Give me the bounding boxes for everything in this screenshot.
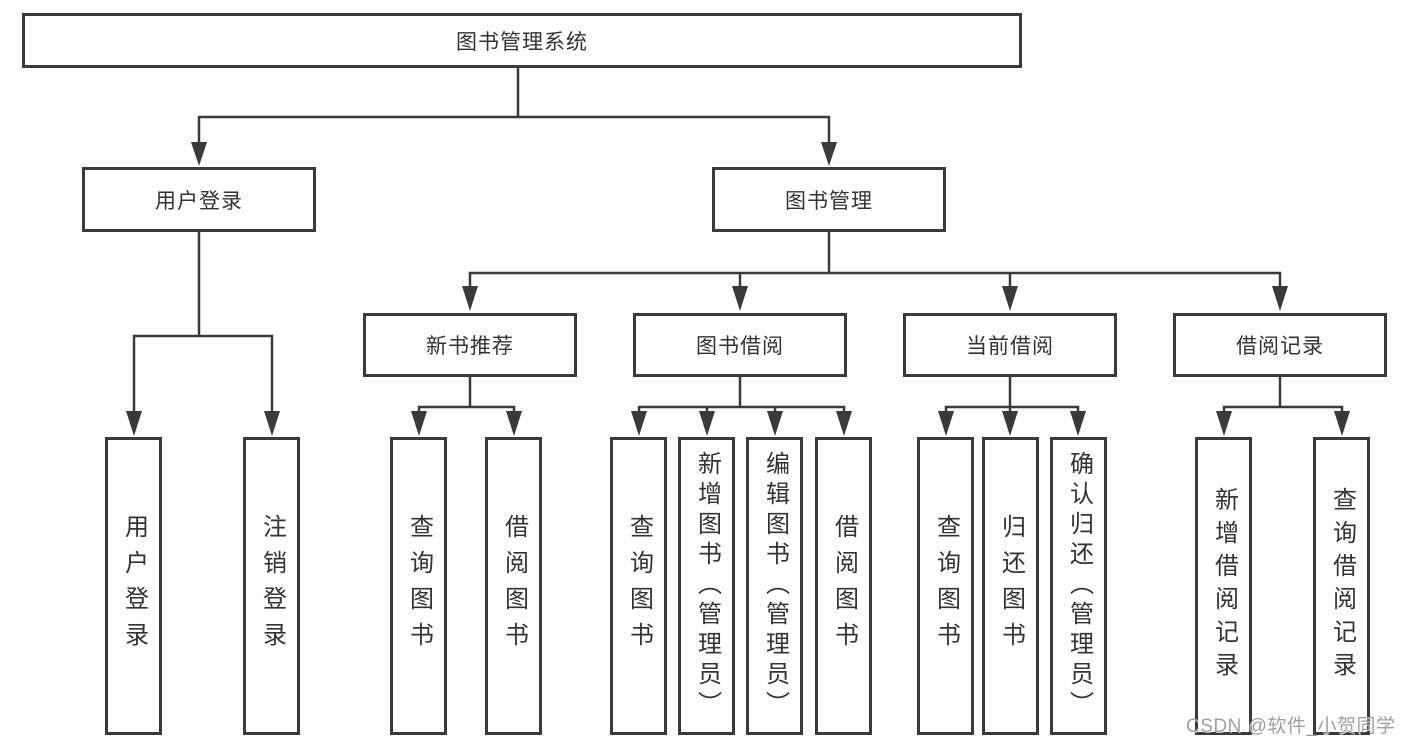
node-new-book-recommend: 新书推荐 xyxy=(363,313,577,377)
node-book-management-label: 图书管理 xyxy=(785,189,873,213)
node-current-borrowing-label: 当前借阅 xyxy=(966,335,1054,358)
node-root-system: 图书管理系统 xyxy=(22,13,1022,68)
leaf-records-add-record-label: 新增借阅记录 xyxy=(1210,487,1238,685)
leaf-records-query-record: 查询借阅记录 xyxy=(1313,437,1370,735)
leaf-current-confirm-return-admin-label: 确认归还（管理员） xyxy=(1065,451,1093,721)
leaf-newbook-query-books: 查询图书 xyxy=(390,437,447,735)
node-root-label: 图书管理系统 xyxy=(456,30,588,54)
leaf-borrowing-query-books: 查询图书 xyxy=(610,437,667,735)
connector-paths xyxy=(132,68,1344,413)
leaf-user-login: 用户登录 xyxy=(105,437,162,735)
node-book-management: 图书管理 xyxy=(712,167,946,232)
leaf-user-login-label: 用户登录 xyxy=(120,514,148,658)
watermark: CSDN @软件_小贺同学 xyxy=(1186,716,1396,737)
leaf-borrowing-edit-books-admin-label: 编辑图书（管理员） xyxy=(761,451,789,721)
leaf-borrowing-add-books-admin-label: 新增图书（管理员） xyxy=(693,451,721,721)
node-borrow-records-label: 借阅记录 xyxy=(1236,335,1324,358)
leaf-borrowing-borrow-books: 借阅图书 xyxy=(815,437,872,735)
node-book-borrowing-label: 图书借阅 xyxy=(696,335,784,358)
leaf-current-return-books-label: 归还图书 xyxy=(997,514,1025,658)
leaf-current-query-books-label: 查询图书 xyxy=(932,514,960,658)
leaf-borrowing-add-books-admin: 新增图书（管理员） xyxy=(678,437,735,735)
leaf-current-return-books: 归还图书 xyxy=(982,437,1039,735)
leaf-current-confirm-return-admin: 确认归还（管理员） xyxy=(1050,437,1107,735)
leaf-logout-login-label: 注销登录 xyxy=(258,514,286,658)
leaf-borrowing-query-books-label: 查询图书 xyxy=(625,514,653,658)
leaf-borrowing-borrow-books-label: 借阅图书 xyxy=(830,514,858,658)
arrow-down-icons xyxy=(126,142,1350,436)
leaf-records-add-record: 新增借阅记录 xyxy=(1195,437,1252,735)
node-user-login-label: 用户登录 xyxy=(155,189,243,213)
node-new-book-recommend-label: 新书推荐 xyxy=(426,335,514,358)
leaf-newbook-borrow-books: 借阅图书 xyxy=(485,437,542,735)
leaf-current-query-books: 查询图书 xyxy=(917,437,974,735)
node-book-borrowing: 图书借阅 xyxy=(633,313,847,377)
node-current-borrowing: 当前借阅 xyxy=(903,313,1117,377)
node-borrow-records: 借阅记录 xyxy=(1173,313,1387,377)
leaf-newbook-borrow-books-label: 借阅图书 xyxy=(500,514,528,658)
leaf-borrowing-edit-books-admin: 编辑图书（管理员） xyxy=(746,437,803,735)
leaf-records-query-record-label: 查询借阅记录 xyxy=(1328,487,1356,685)
node-user-login: 用户登录 xyxy=(82,167,316,232)
leaf-newbook-query-books-label: 查询图书 xyxy=(405,514,433,658)
leaf-logout-login: 注销登录 xyxy=(243,437,300,735)
